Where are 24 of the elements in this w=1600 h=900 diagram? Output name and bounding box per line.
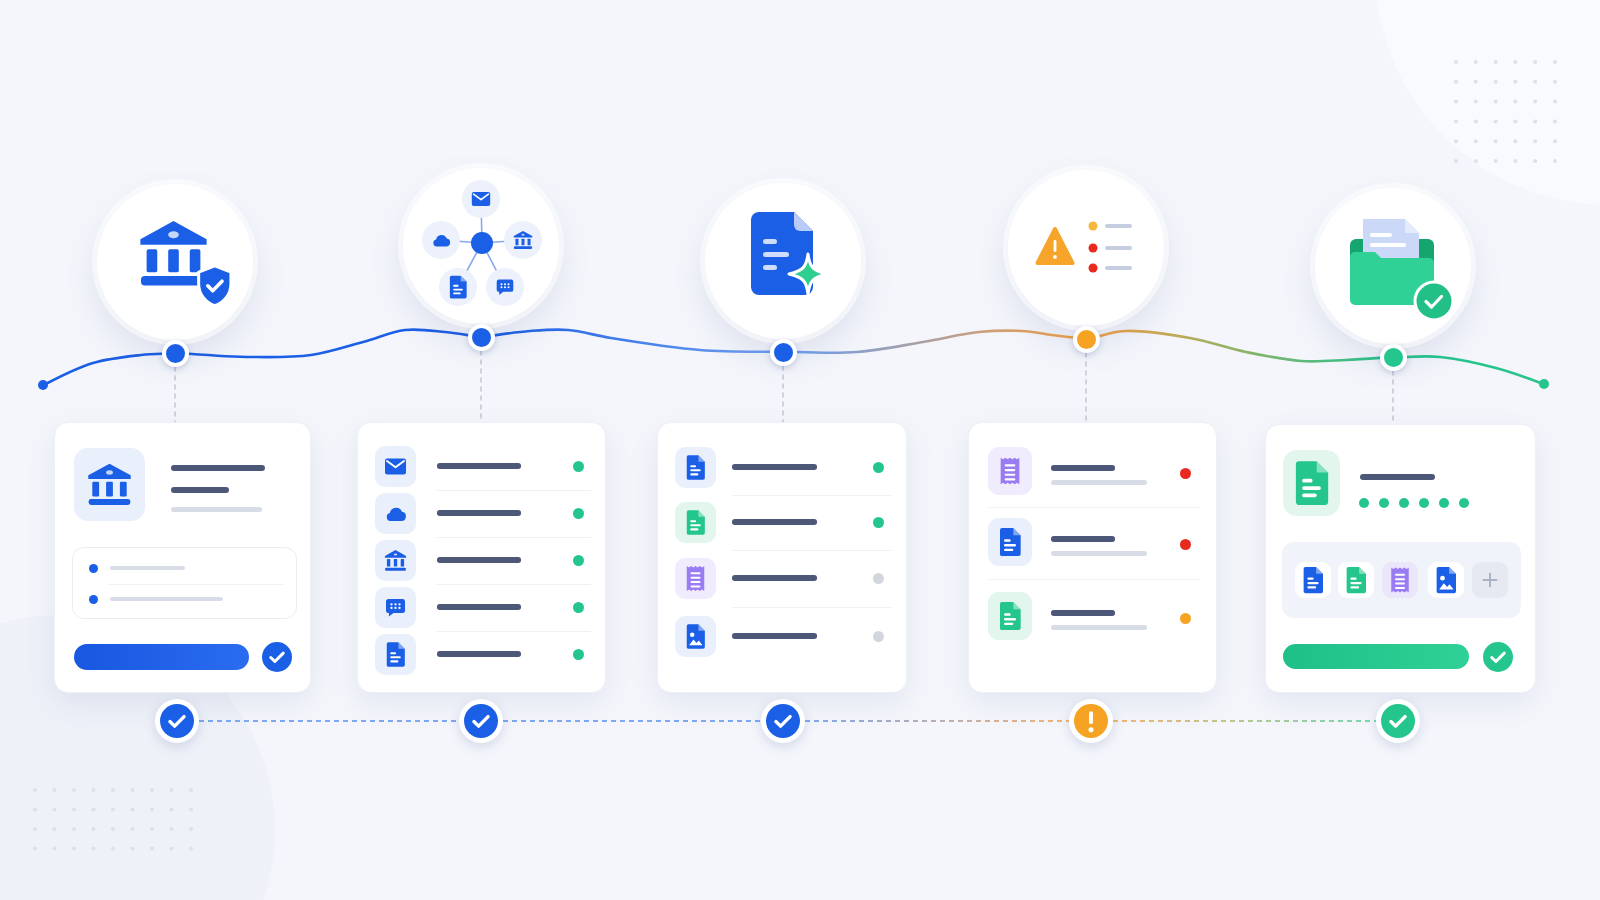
timeline-dot — [1379, 343, 1407, 371]
info-card — [657, 422, 907, 693]
dashed-connector — [1085, 351, 1087, 423]
info-card — [1265, 424, 1536, 693]
timeline-dot — [769, 338, 797, 366]
dashed-connector — [1112, 720, 1377, 722]
info-card — [357, 422, 606, 693]
timeline-dot — [467, 323, 495, 351]
timeline-dot — [161, 339, 189, 367]
info-card — [54, 422, 311, 693]
info-card — [968, 422, 1217, 693]
dashed-connector — [502, 720, 762, 722]
timeline-curve — [187, 328, 469, 359]
timeline-curve — [795, 329, 1074, 354]
dashed-connector — [174, 365, 176, 423]
timeline-end-dot — [1539, 379, 1549, 389]
timeline-end-dot — [38, 380, 48, 390]
dashed-connector — [782, 364, 784, 423]
timeline-curve — [493, 328, 771, 353]
timeline-curve — [1405, 355, 1541, 384]
timeline-dot — [1072, 325, 1100, 353]
timeline-curve — [1097, 329, 1381, 363]
timeline-curve — [46, 352, 163, 385]
dashed-connector — [804, 720, 1070, 722]
